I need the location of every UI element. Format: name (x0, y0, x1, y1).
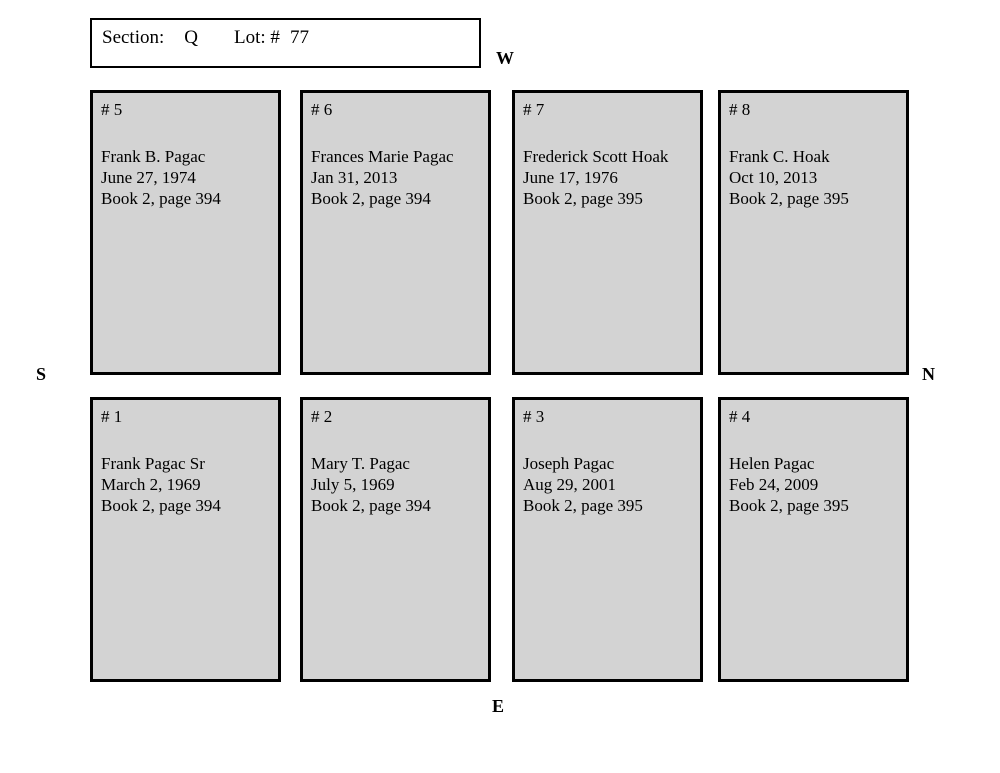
plot-details: Frank C. Hoak Oct 10, 2013 Book 2, page … (721, 146, 906, 209)
compass-north-label: N (922, 364, 935, 384)
plot-book-ref: Book 2, page 395 (729, 189, 849, 208)
plot-book-ref: Book 2, page 394 (101, 189, 221, 208)
plot-date: July 5, 1969 (311, 475, 395, 494)
plot-details: Frank B. Pagac June 27, 1974 Book 2, pag… (93, 146, 278, 209)
plot-number: # 2 (311, 407, 333, 426)
plot-occupant-name: Frances Marie Pagac (311, 147, 454, 166)
plot-date: June 17, 1976 (523, 168, 618, 187)
plot-box-2: # 2 Mary T. Pagac July 5, 1969 Book 2, p… (300, 397, 491, 682)
plot-number: # 3 (523, 407, 545, 426)
plot-occupant-name: Frederick Scott Hoak (523, 147, 669, 166)
plot-box-7: # 7 Frederick Scott Hoak June 17, 1976 B… (512, 90, 703, 375)
plot-details: Frances Marie Pagac Jan 31, 2013 Book 2,… (303, 146, 488, 209)
plot-occupant-name: Helen Pagac (729, 454, 815, 473)
plot-details: Mary T. Pagac July 5, 1969 Book 2, page … (303, 453, 488, 516)
plot-date: Feb 24, 2009 (729, 475, 819, 494)
plot-box-8: # 8 Frank C. Hoak Oct 10, 2013 Book 2, p… (718, 90, 909, 375)
plot-box-3: # 3 Joseph Pagac Aug 29, 2001 Book 2, pa… (512, 397, 703, 682)
plot-book-ref: Book 2, page 394 (311, 189, 431, 208)
lot-value: 77 (289, 27, 309, 48)
plot-number: # 8 (729, 100, 751, 119)
section-label: Section: (102, 27, 165, 48)
plot-occupant-name: Frank C. Hoak (729, 147, 830, 166)
lot-label: Lot: # (234, 27, 280, 48)
plot-box-1: # 1 Frank Pagac Sr March 2, 1969 Book 2,… (90, 397, 281, 682)
plot-details: Frank Pagac Sr March 2, 1969 Book 2, pag… (93, 453, 278, 516)
plot-number: # 1 (101, 407, 123, 426)
plot-book-ref: Book 2, page 395 (523, 189, 643, 208)
compass-east-label: E (492, 696, 505, 716)
plot-details: Helen Pagac Feb 24, 2009 Book 2, page 39… (721, 453, 906, 516)
plot-date: Jan 31, 2013 (311, 168, 398, 187)
compass-west-label: W (496, 48, 514, 68)
plot-date: Oct 10, 2013 (729, 168, 818, 187)
plot-book-ref: Book 2, page 394 (101, 496, 221, 515)
plot-number: # 4 (729, 407, 751, 426)
plot-occupant-name: Frank B. Pagac (101, 147, 206, 166)
plot-date: June 27, 1974 (101, 168, 196, 187)
plot-box-6: # 6 Frances Marie Pagac Jan 31, 2013 Boo… (300, 90, 491, 375)
plot-book-ref: Book 2, page 394 (311, 496, 431, 515)
plot-details: Joseph Pagac Aug 29, 2001 Book 2, page 3… (515, 453, 700, 516)
plot-date: March 2, 1969 (101, 475, 201, 494)
plot-box-4: # 4 Helen Pagac Feb 24, 2009 Book 2, pag… (718, 397, 909, 682)
plot-number: # 5 (101, 100, 123, 119)
plot-number: # 6 (311, 100, 333, 119)
plot-book-ref: Book 2, page 395 (523, 496, 643, 515)
plot-box-5: # 5 Frank B. Pagac June 27, 1974 Book 2,… (90, 90, 281, 375)
plot-occupant-name: Joseph Pagac (523, 454, 615, 473)
plot-occupant-name: Frank Pagac Sr (101, 454, 205, 473)
plot-number: # 7 (523, 100, 545, 119)
plot-date: Aug 29, 2001 (523, 475, 617, 494)
section-value: Q (184, 27, 199, 48)
plot-occupant-name: Mary T. Pagac (311, 454, 410, 473)
section-lot-header-box: Section: Q Lot: # 77 (90, 18, 481, 68)
plot-book-ref: Book 2, page 395 (729, 496, 849, 515)
compass-south-label: S (36, 364, 47, 384)
plot-details: Frederick Scott Hoak June 17, 1976 Book … (515, 146, 700, 209)
